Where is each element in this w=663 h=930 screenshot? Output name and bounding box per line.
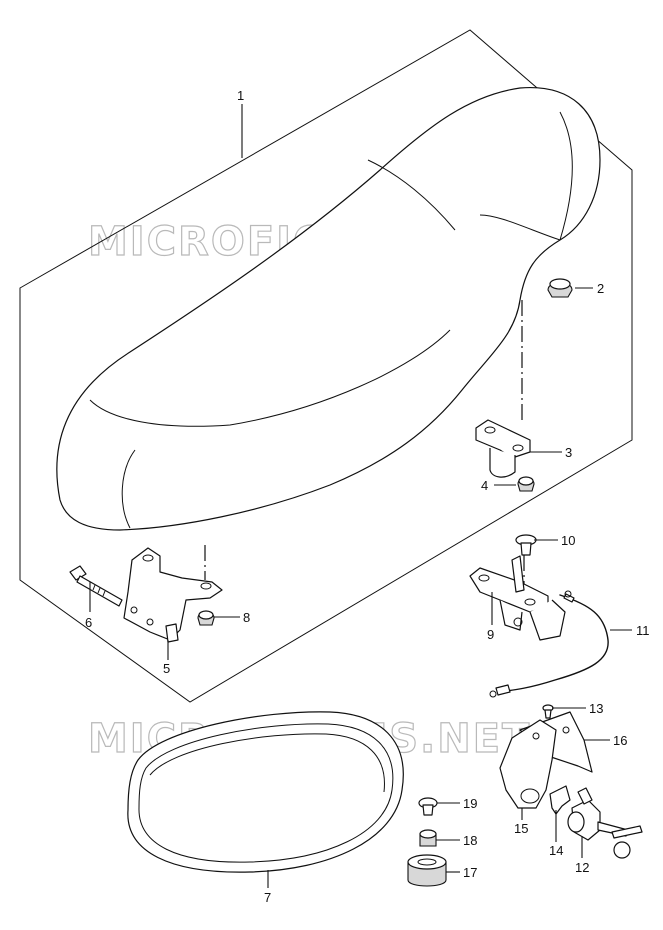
part-5-seat-bracket[interactable]	[123, 547, 223, 643]
part-12-key-lock[interactable]	[567, 787, 643, 859]
callout-5: 5	[163, 661, 170, 676]
callout-15: 15	[514, 821, 528, 836]
part-6-bolt[interactable]	[69, 565, 123, 607]
part-17-cushion[interactable]	[407, 854, 447, 887]
callout-2: 2	[597, 281, 604, 296]
part-2-cushion[interactable]	[547, 278, 573, 298]
callout-17: 17	[463, 865, 477, 880]
part-11-cable[interactable]	[489, 590, 609, 698]
callout-11: 11	[636, 623, 650, 638]
callout-6: 6	[85, 615, 92, 630]
callout-labels: 1 2 3 4 5 6 7 8 9 10 11 12 13 14 15 16 1…	[85, 88, 650, 905]
callout-10: 10	[561, 533, 575, 548]
part-9-seat-lock[interactable]	[469, 555, 566, 641]
callout-9: 9	[487, 627, 494, 642]
assembly-box	[19, 29, 633, 703]
part-4-nut[interactable]	[517, 476, 535, 492]
part-8-nut[interactable]	[197, 610, 215, 626]
callout-3: 3	[565, 445, 572, 460]
part-15-lock-bracket[interactable]	[499, 719, 557, 809]
callout-16: 16	[613, 733, 627, 748]
part-19-screw[interactable]	[418, 797, 438, 816]
seat-assembly[interactable]	[56, 87, 601, 531]
part-3-hook-bracket[interactable]	[475, 419, 531, 478]
part-13-screw[interactable]	[542, 704, 554, 719]
callout-18: 18	[463, 833, 477, 848]
part-18-collar[interactable]	[419, 829, 437, 847]
callout-12: 12	[575, 860, 589, 875]
callout-8: 8	[243, 610, 250, 625]
callout-1: 1	[237, 88, 244, 103]
part-10-screw[interactable]	[515, 534, 537, 556]
callout-13: 13	[589, 701, 603, 716]
part-14-clip[interactable]	[549, 785, 571, 815]
callout-4: 4	[481, 478, 488, 493]
leader-lines	[89, 104, 632, 888]
callout-14: 14	[549, 843, 563, 858]
callout-7: 7	[264, 890, 271, 905]
part-7-trim-strip[interactable]	[127, 711, 404, 873]
callout-19: 19	[463, 796, 477, 811]
